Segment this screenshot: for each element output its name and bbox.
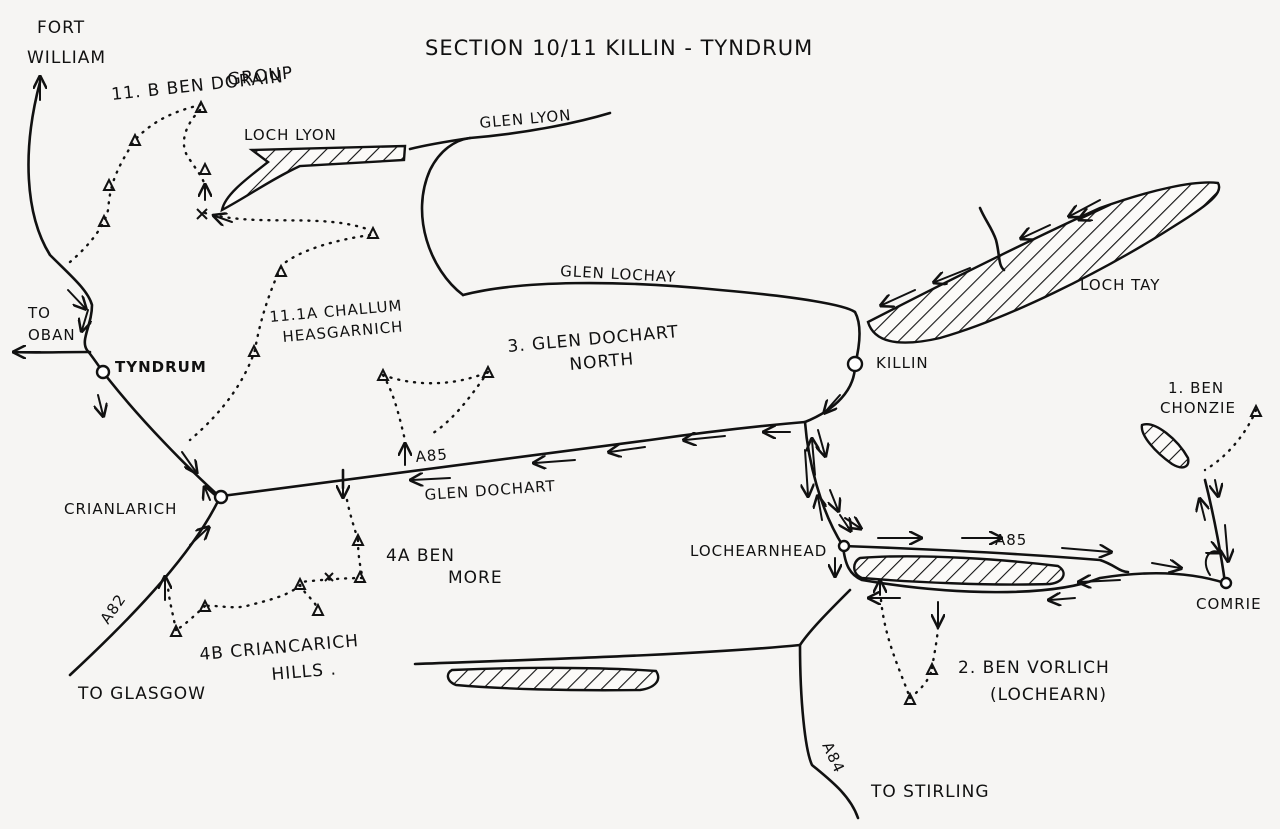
- road-glen-lyon: [420, 111, 612, 297]
- road-killin-junction: [803, 363, 857, 424]
- road-a85-glen-dochart: [220, 420, 807, 498]
- a84-label: A84: [818, 739, 848, 776]
- road-fort-william-tyndrum: [27, 80, 105, 374]
- road-a84-to-stirling: [798, 588, 860, 820]
- lochearnhead-label: LOCHEARNHEAD: [690, 542, 827, 560]
- walking-routes: [68, 103, 1258, 700]
- a85-east-label: A85: [995, 531, 1027, 549]
- peak-markers: [97, 99, 1263, 705]
- summit-crosses: [196, 208, 334, 582]
- glen-lyon-label: GLEN LYON: [479, 106, 572, 132]
- route-1-label-1: 1. BEN: [1168, 379, 1224, 397]
- road-balquhidder: [413, 643, 802, 666]
- route-4b-label-2: HILLS .: [271, 659, 338, 685]
- loch-lyon-shape: [220, 144, 407, 213]
- road-a82-to-glasgow: [68, 495, 222, 677]
- loch-tay-shape: [866, 181, 1221, 344]
- crianlarich-marker: [213, 489, 229, 505]
- to-stirling-label: TO STIRLING: [870, 782, 990, 802]
- lochearnhead-marker: [837, 539, 851, 553]
- crianlarich-label: CRIANLARICH: [64, 500, 177, 518]
- route-1-label-2: CHONZIE: [1160, 399, 1236, 417]
- route-4a-label-2: MORE: [448, 568, 503, 588]
- comrie-marker: [1219, 576, 1233, 590]
- road-tyndrum-crianlarich: [101, 370, 222, 499]
- loch-earn-shape: [853, 555, 1065, 586]
- to-oban-label-2: OBAN: [28, 326, 76, 344]
- loch-voil-shape: [446, 666, 660, 692]
- road-killin-lochearnhead: [803, 420, 845, 548]
- small-loch-chonzie-shape: [1140, 423, 1190, 469]
- travel-arrows: [15, 78, 1228, 625]
- road-glen-lyon-link: [408, 136, 472, 151]
- route-2-label-2: (LOCHEARN): [990, 685, 1107, 705]
- a85-west-label: A85: [415, 445, 449, 466]
- road-glen-lochay: [461, 281, 861, 367]
- route-3-label-1: 3. GLEN DOCHART: [507, 322, 680, 357]
- road-stream-tay: [978, 206, 1006, 272]
- fort-william-label-1: FORT: [37, 18, 85, 38]
- killin-marker: [846, 355, 864, 373]
- route-2-label-1: 2. BEN VORLICH: [958, 658, 1110, 678]
- road-comrie-north: [1203, 478, 1227, 585]
- tyndrum-label: TYNDRUM: [115, 358, 207, 376]
- comrie-label: COMRIE: [1196, 595, 1262, 613]
- to-glasgow-label: TO GLASGOW: [77, 684, 206, 704]
- route-3-label-2: NORTH: [569, 349, 635, 375]
- route-4a-label-1: 4A BEN: [386, 546, 455, 566]
- tyndrum-marker: [95, 364, 111, 380]
- road-lochearnhead-north-shore: [841, 544, 1130, 574]
- killin-label: KILLIN: [876, 354, 929, 372]
- glen-dochart-label: GLEN DOCHART: [424, 477, 556, 504]
- fort-william-label-2: WILLIAM: [27, 48, 106, 68]
- loch-lyon-label: LOCH LYON: [244, 126, 337, 144]
- map-title: SECTION 10/11 KILLIN - TYNDRUM: [425, 36, 813, 60]
- loch-tay-label: LOCH TAY: [1080, 276, 1160, 294]
- to-oban-label-1: TO: [27, 304, 51, 322]
